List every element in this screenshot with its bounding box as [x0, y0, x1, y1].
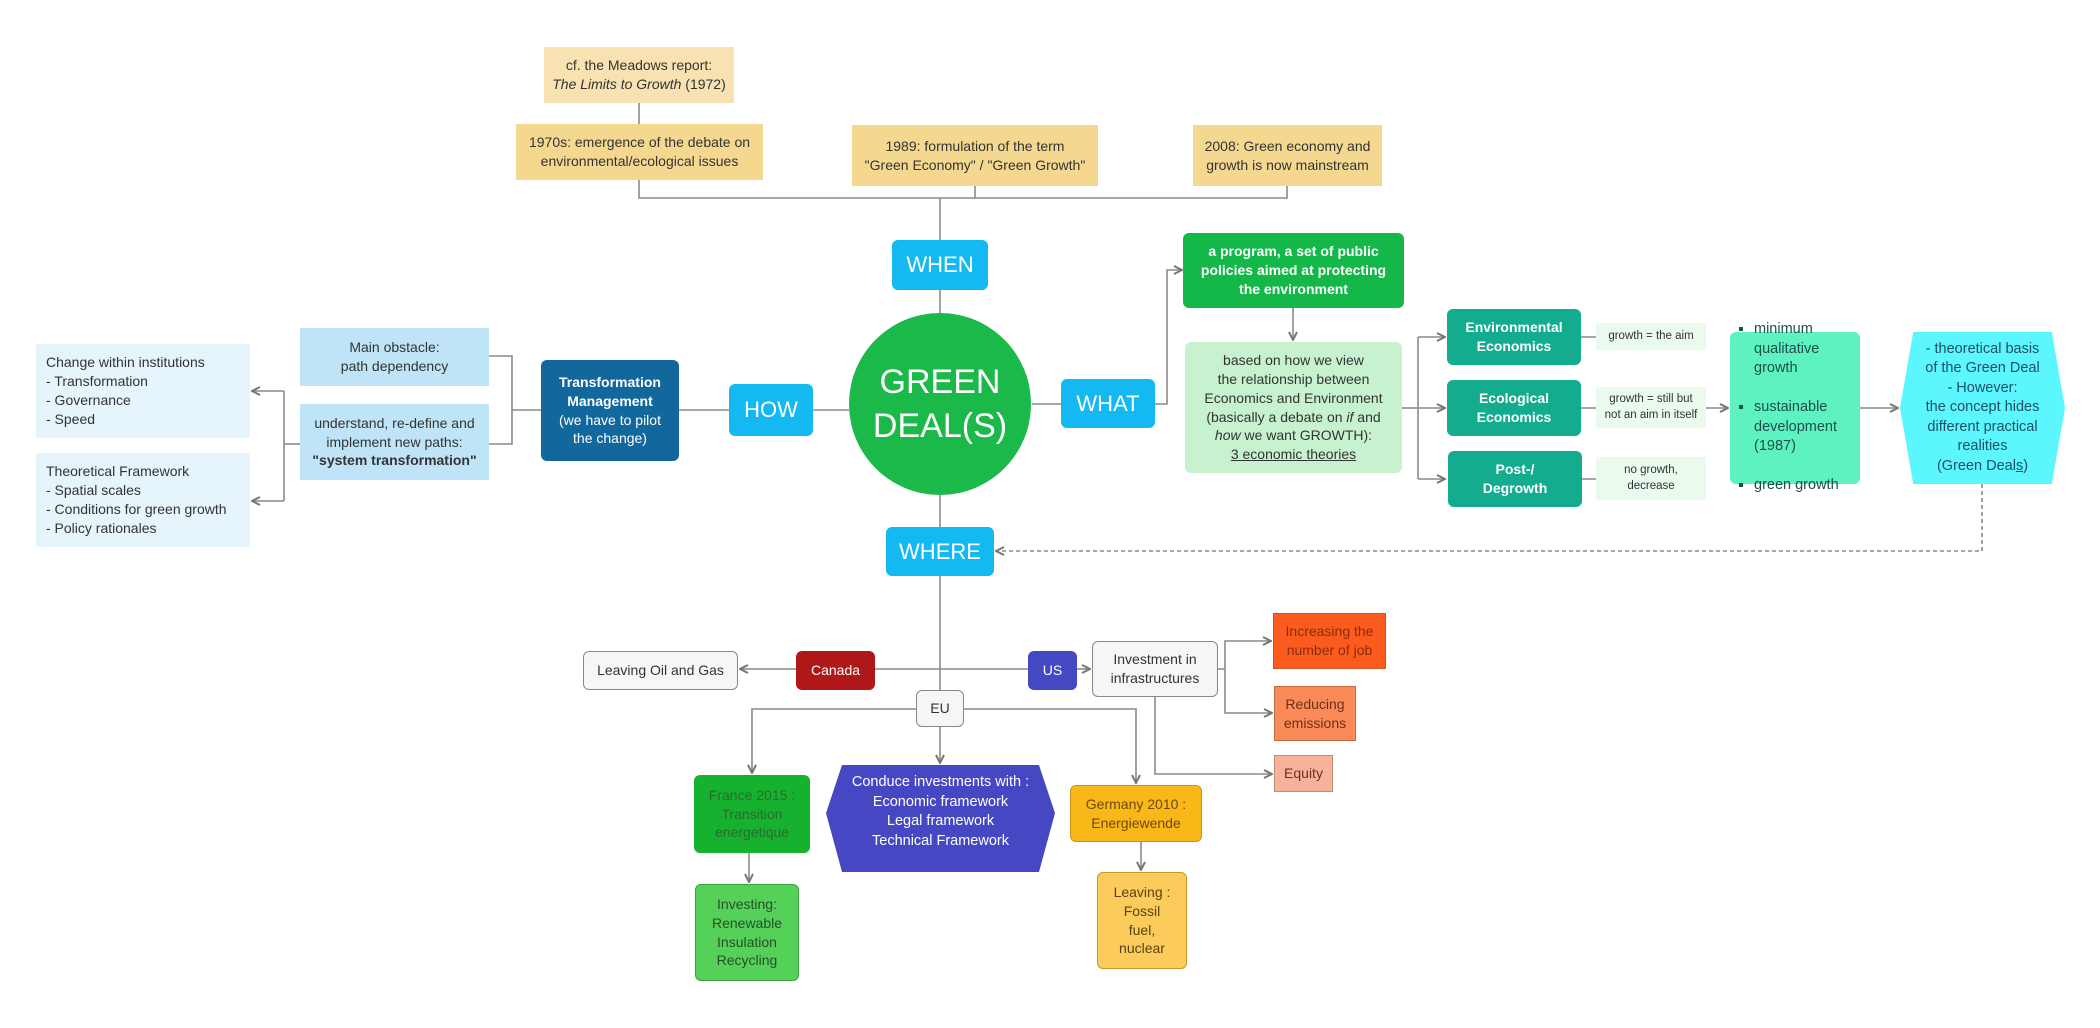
timeline-1970s-node[interactable]: 1970s: emergence of the debate on enviro… [516, 124, 763, 180]
meadows-report-node[interactable]: cf. the Meadows report: The Limits to Gro… [544, 47, 734, 103]
institutions-node[interactable]: Change within institutions - Transformat… [36, 344, 250, 438]
based-how: how [1214, 427, 1241, 444]
eu-node[interactable]: EU [916, 690, 964, 727]
understand-text: understand, re-define and implement new … [314, 414, 475, 450]
theoretical-framework-node[interactable]: Theoretical Framework - Spatial scales -… [36, 453, 250, 547]
connector-dashed-return [996, 484, 1983, 551]
basis-text: - theoretical basis of the Green Deal - … [1925, 340, 2040, 474]
green-deals-center-node[interactable]: GREEN DEAL(S) [849, 313, 1031, 495]
meadows-year: (1972) [681, 76, 726, 92]
concept-item: green growth [1754, 476, 1839, 496]
increasing-jobs-node[interactable]: Increasing the number of job [1273, 613, 1386, 669]
meadows-line1: cf. the Meadows report: [565, 57, 713, 74]
investment-infrastructures-node[interactable]: Investment in infrastructures [1092, 641, 1218, 697]
germany-leaving-node[interactable]: Leaving : Fossil fuel, nuclear [1097, 872, 1187, 969]
what-node[interactable]: WHAT [1061, 379, 1155, 428]
note-growth-aim: growth = the aim [1596, 323, 1706, 350]
meadows-title: The Limits to Growth [552, 76, 682, 92]
transformation-management-node[interactable]: Transformation Management(we have to pil… [541, 360, 679, 461]
leaving-oil-gas-node[interactable]: Leaving Oil and Gas [583, 651, 738, 690]
us-node[interactable]: US [1028, 651, 1077, 690]
note-growth-still: growth = still but not an aim in itself [1596, 387, 1706, 428]
economic-theories-link[interactable]: 3 economic theories [1230, 446, 1357, 463]
france-2015-node[interactable]: France 2015 : Transition energetique [694, 775, 810, 853]
concept-item: sustainable development (1987) [1754, 398, 1839, 457]
system-transformation-text: "system transformation" [312, 452, 477, 469]
timeline-2008-node[interactable]: 2008: Green economy and growth is now ma… [1193, 125, 1382, 186]
reducing-emissions-node[interactable]: Reducing emissions [1274, 686, 1356, 741]
tm-subtitle: (we have to pilot the change) [559, 411, 661, 447]
based-text-1: based on how we view the relationship be… [1204, 351, 1383, 425]
concept-item: minimum qualitative growth [1754, 320, 1839, 379]
based-text-3: we want GROWTH): [1240, 427, 1373, 444]
center-line1: GREEN [879, 362, 1001, 401]
based-text-2: and [1353, 408, 1381, 425]
economic-relationship-node[interactable]: based on how we view the relationship be… [1185, 342, 1402, 473]
when-node[interactable]: WHEN [892, 240, 988, 290]
tm-title: Transformation Management [559, 373, 661, 409]
equity-node[interactable]: Equity [1274, 755, 1333, 792]
canada-node[interactable]: Canada [796, 651, 875, 690]
system-transformation-node[interactable]: understand, re-define and implement new … [300, 404, 489, 480]
theory-ecological-economics[interactable]: Ecological Economics [1447, 380, 1581, 436]
how-node[interactable]: HOW [729, 384, 813, 436]
center-line2: DEAL(S) [872, 407, 1008, 445]
theoretical-basis-node[interactable]: - theoretical basis of the Green Deal - … [1900, 332, 2065, 484]
growth-concepts-node[interactable]: minimum qualitative growth sustainable d… [1730, 321, 1860, 493]
germany-2010-node[interactable]: Germany 2010 : Energiewende [1070, 785, 1202, 842]
connector-tm-bracket [489, 355, 541, 445]
eu-investment-frameworks-node[interactable]: Conduce investments with : Economic fram… [826, 765, 1055, 872]
note-no-growth: no growth, decrease [1596, 457, 1706, 500]
basis-s: s [2015, 457, 2024, 474]
where-node[interactable]: WHERE [886, 527, 994, 576]
timeline-1989-node[interactable]: 1989: formulation of the term "Green Eco… [852, 125, 1098, 186]
based-if: if [1346, 408, 1354, 425]
theory-environmental-economics[interactable]: Environmental Economics [1447, 309, 1581, 365]
program-node[interactable]: a program, a set of public policies aime… [1183, 233, 1404, 308]
basis-end: ) [2023, 457, 2029, 474]
france-investing-node[interactable]: Investing: Renewable Insulation Recyclin… [695, 884, 799, 981]
theory-degrowth[interactable]: Post-/ Degrowth [1448, 451, 1582, 507]
main-obstacle-node[interactable]: Main obstacle: path dependency [300, 328, 489, 386]
